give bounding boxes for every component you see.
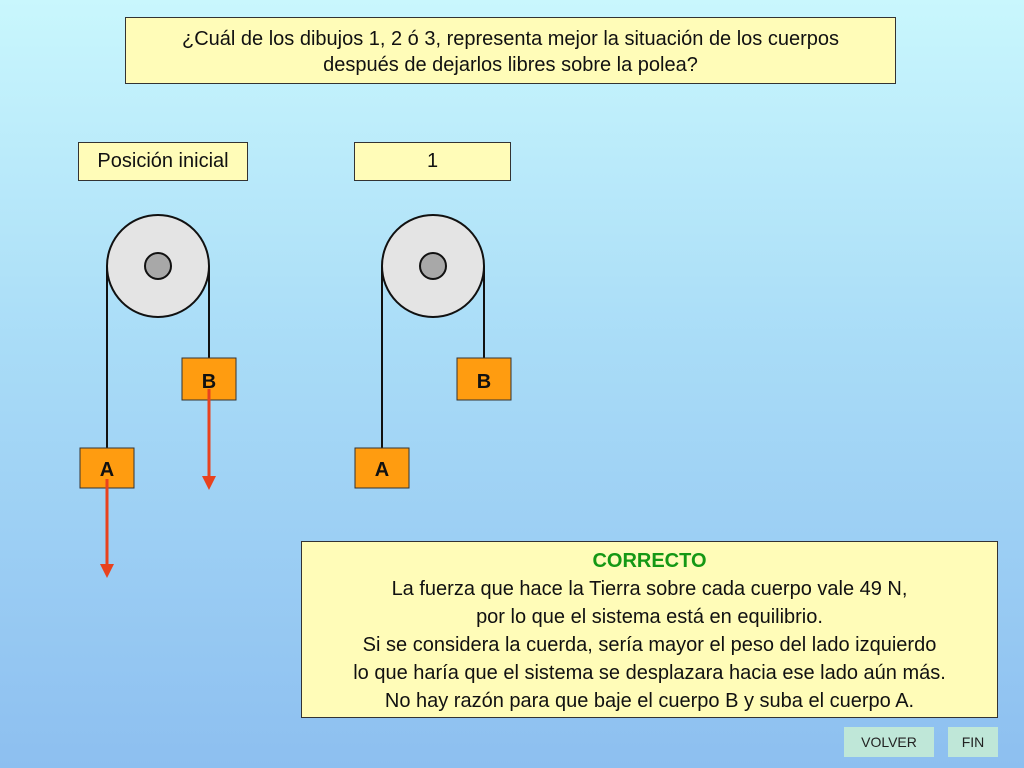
initial-pulley-axle [144, 252, 172, 280]
option-1-label: 1 [354, 142, 511, 181]
initial-position-label: Posición inicial [78, 142, 248, 181]
option-1-block-a [354, 447, 410, 489]
initial-pulley-system: B A [79, 214, 237, 578]
feedback-line-4: lo que haría que el sistema se desplazar… [353, 662, 946, 684]
feedback-line-3: Si se considera la cuerda, sería mayor e… [362, 634, 937, 656]
feedback-box: CORRECTO La fuerza que hace la Tierra so… [301, 541, 998, 718]
option-1-pulley-system: B A [354, 214, 512, 489]
question-line-1: ¿Cuál de los dibujos 1, 2 ó 3, represent… [181, 28, 840, 50]
back-button[interactable]: VOLVER [844, 727, 934, 757]
initial-block-a-label: A [100, 459, 114, 481]
feedback-line-5: No hay razón para que baje el cuerpo B y… [384, 690, 915, 712]
feedback-line-2: por lo que el sistema está en equilibrio… [476, 606, 823, 628]
option-1-pulley-axle [419, 252, 447, 280]
initial-force-arrow-a-head [100, 564, 114, 578]
feedback-status: CORRECTO [592, 550, 707, 572]
initial-force-arrow-b-head [202, 476, 216, 490]
option-1-block-b-label: B [477, 371, 491, 393]
option-1-block-b [456, 357, 512, 401]
feedback-line-1: La fuerza que hace la Tierra sobre cada … [391, 578, 908, 600]
end-button[interactable]: FIN [948, 727, 998, 757]
question-box: ¿Cuál de los dibujos 1, 2 ó 3, represent… [125, 17, 896, 84]
option-1-block-a-label: A [375, 459, 389, 481]
initial-block-b-label: B [202, 371, 216, 393]
question-line-2: después de dejarlos libres sobre la pole… [323, 54, 698, 76]
